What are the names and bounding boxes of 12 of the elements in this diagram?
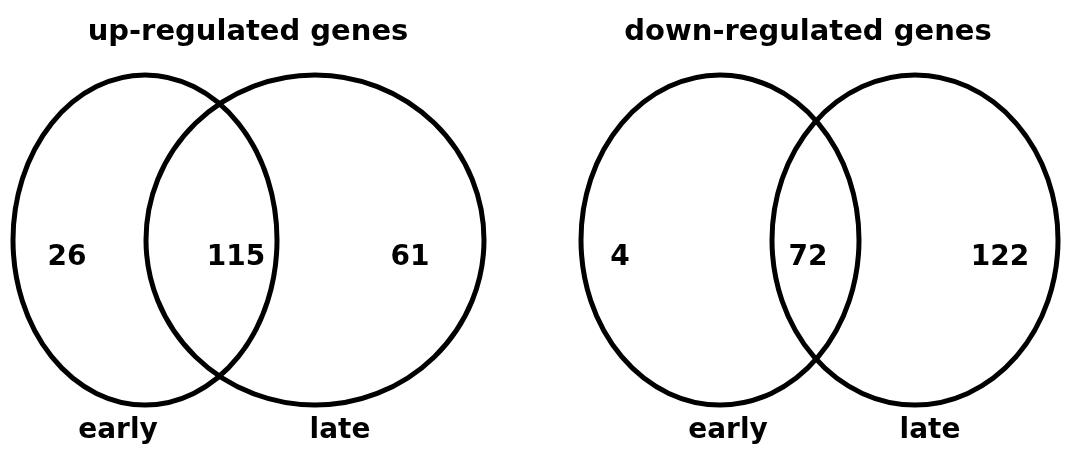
set-label: late (309, 412, 371, 445)
set-label: early (78, 412, 158, 445)
panel-title: down-regulated genes (624, 13, 992, 47)
panel-title: up-regulated genes (87, 13, 409, 47)
count-label: 61 (390, 238, 430, 272)
count-label: 4 (610, 238, 630, 272)
count-label: 72 (788, 238, 828, 272)
set-label: late (899, 412, 961, 445)
count-label: 26 (47, 238, 87, 272)
count-label: 122 (970, 238, 1030, 272)
count-label: 115 (206, 238, 266, 272)
set-label: early (688, 412, 768, 445)
